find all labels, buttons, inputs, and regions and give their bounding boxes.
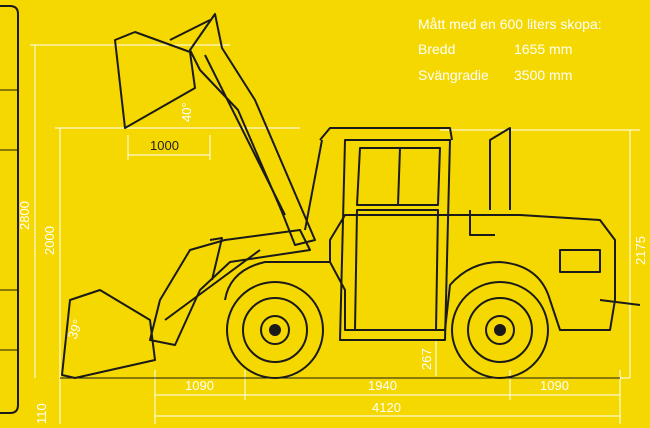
cab bbox=[304, 127, 453, 341]
rear-overhang-label: 1090 bbox=[540, 378, 569, 393]
spec-heading: Mått med en 600 liters skopa: bbox=[418, 16, 602, 32]
spec-width-label: Bredd bbox=[418, 41, 456, 57]
cab-height-label: 2175 bbox=[633, 236, 648, 265]
total-length-label: 4120 bbox=[372, 400, 401, 415]
dump-angle-label: 40° bbox=[179, 102, 194, 122]
raised-boom bbox=[169, 13, 316, 246]
lowered-bucket bbox=[61, 289, 156, 379]
spec-width-value: 1655 mm bbox=[514, 41, 573, 57]
side-panel-dividers bbox=[0, 89, 18, 351]
total-height-label: 2800 bbox=[17, 201, 32, 230]
loader-body bbox=[224, 127, 641, 331]
rear-wheel bbox=[451, 281, 549, 379]
rollback-angle-label: 39° bbox=[65, 317, 86, 341]
spec-radius-value: 3500 mm bbox=[514, 67, 573, 83]
front-overhang-label: 1090 bbox=[185, 378, 214, 393]
spec-radius-label: Svängradie bbox=[418, 67, 489, 83]
side-panel-border bbox=[0, 5, 19, 414]
front-wheel bbox=[226, 281, 324, 379]
lift-height-label: 2000 bbox=[42, 226, 57, 255]
raised-bucket bbox=[114, 31, 196, 129]
ground-clearance-label: 267 bbox=[419, 348, 434, 370]
dig-depth-label: 110 bbox=[34, 403, 49, 424]
lowered-boom bbox=[149, 229, 311, 346]
wheelbase-label: 1940 bbox=[368, 378, 397, 393]
reach-label: 1000 bbox=[150, 138, 179, 153]
